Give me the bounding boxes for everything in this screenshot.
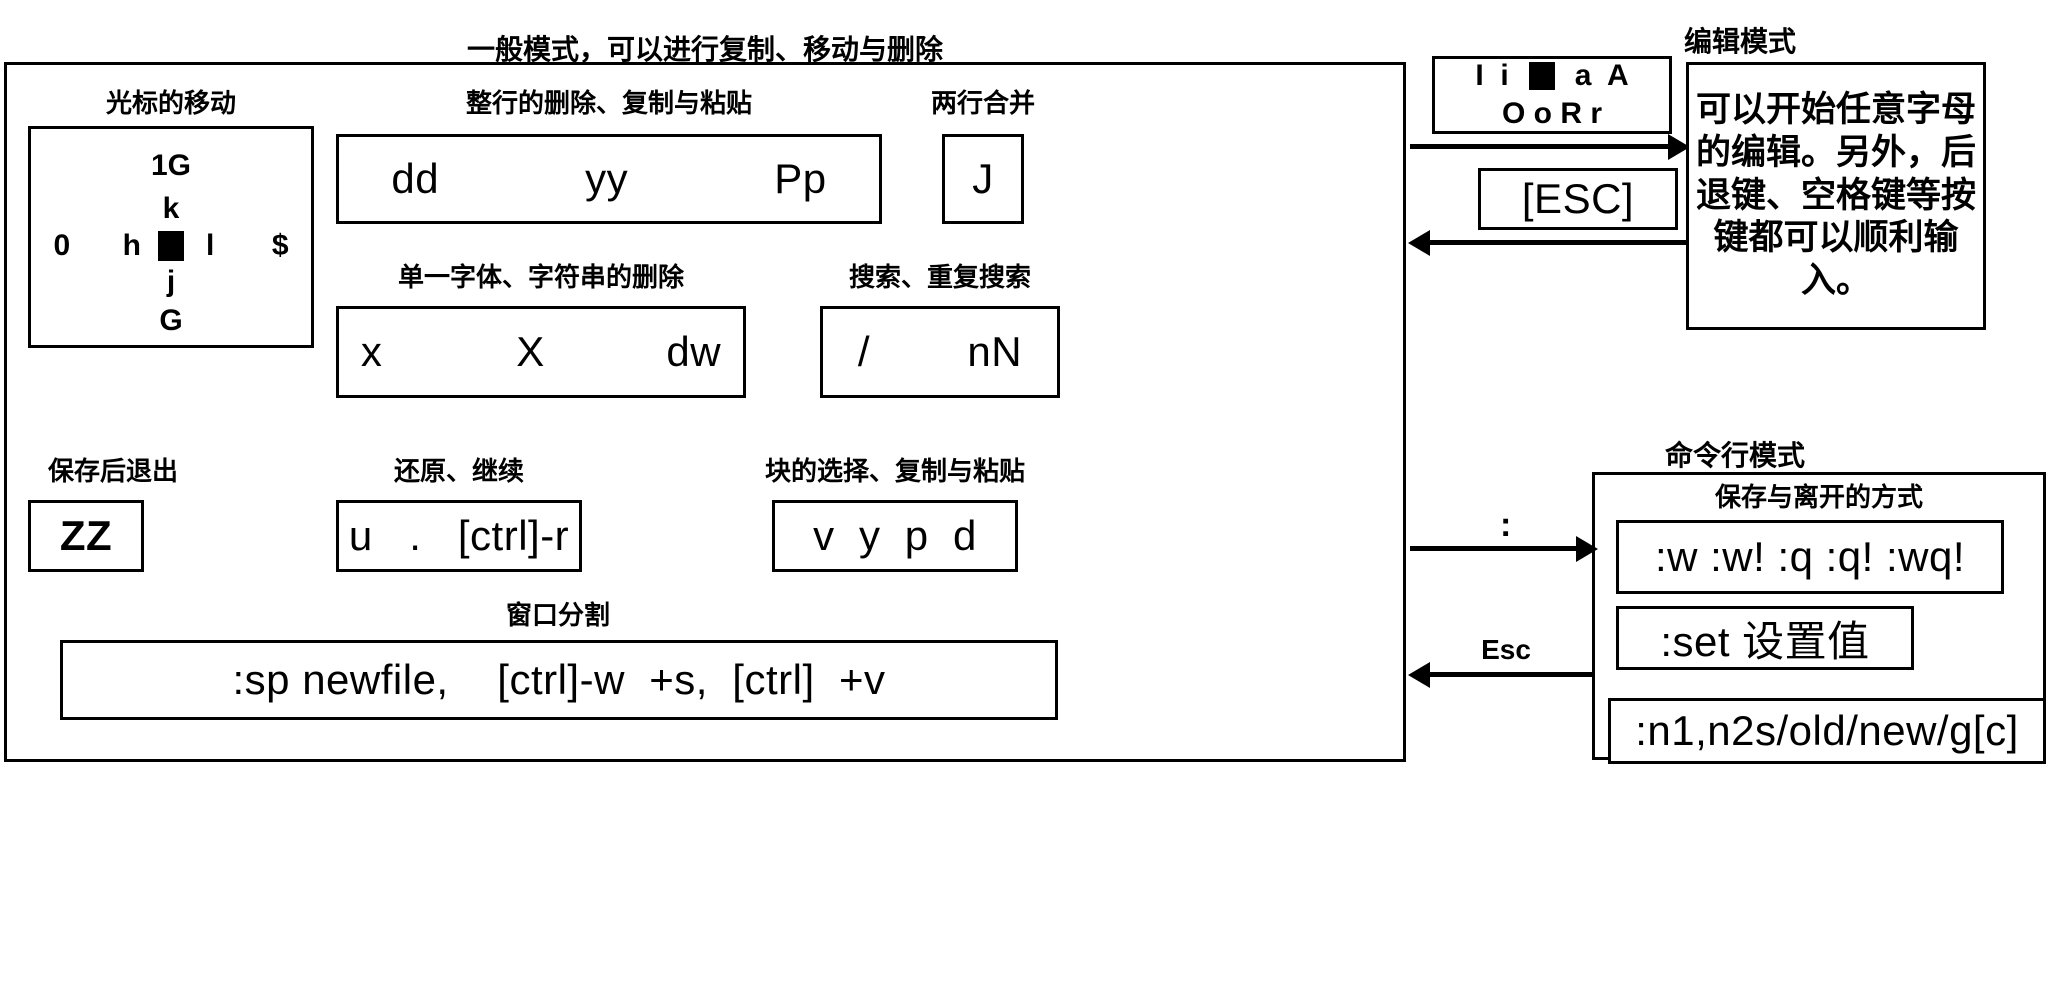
- line-ops-commands: dd yy Pp: [391, 155, 827, 202]
- char-delete-box: x X dw: [336, 306, 746, 398]
- save-commands-box: :w :w! :q :q! :wq!: [1616, 520, 2004, 594]
- undo-redo-commands: u . [ctrl]-r: [348, 512, 570, 559]
- char-delete-caption: 单一字体、字符串的删除: [397, 261, 684, 292]
- window-split-caption: 窗口分割: [505, 599, 610, 630]
- save-commands: :w :w! :q :q! :wq!: [1654, 533, 1966, 580]
- search-box: / nN: [820, 306, 1060, 398]
- cursor-move-caption: 光标的移动: [105, 87, 236, 118]
- key-dollar: $: [271, 228, 289, 262]
- key-h: h: [122, 228, 141, 262]
- insert-keys-row-2: O o R r: [1501, 97, 1602, 130]
- join-box: J: [942, 134, 1024, 224]
- line-ops-box: dd yy Pp: [336, 134, 882, 224]
- save-quit-caption: 保存后退出: [47, 455, 178, 486]
- block-ops-commands: v y p d: [813, 512, 977, 559]
- block-ops-caption: 块的选择、复制与粘贴: [765, 455, 1026, 486]
- subst-command-box: :n1,n2s/old/new/g[c]: [1608, 698, 2046, 764]
- set-command: :set 设置值: [1660, 617, 1870, 665]
- arrow-normal-to-command-head: [1576, 536, 1598, 562]
- arrow-to-command-label: :: [1500, 506, 1512, 544]
- subst-command: :n1,n2s/old/new/g[c]: [1635, 707, 2019, 754]
- line-ops-caption: 整行的删除、复制与粘贴: [465, 87, 752, 118]
- save-quit-box: ZZ: [28, 500, 144, 572]
- key-k: k: [162, 191, 180, 225]
- cursor-block-icon: [1528, 62, 1555, 90]
- arrow-normal-to-insert-head: [1668, 134, 1690, 160]
- insert-keys-after: a A: [1574, 59, 1629, 92]
- search-caption: 搜索、重复搜索: [848, 261, 1031, 292]
- insert-mode-description-box: 可以开始任意字母的编辑。另外，后退键、空格键等按键都可以顺利输入。: [1686, 62, 1986, 330]
- key-j: j: [166, 265, 176, 299]
- command-mode-title: 命令行模式: [1664, 440, 1805, 471]
- block-ops-box: v y p d: [772, 500, 1018, 572]
- undo-redo-box: u . [ctrl]-r: [336, 500, 582, 572]
- insert-keys-box: I i a A O o R r: [1432, 56, 1672, 134]
- save-quit-command: ZZ: [59, 512, 113, 559]
- arrow-insert-to-normal-line: [1430, 240, 1686, 245]
- window-split-commands: :sp newfile, [ctrl]-w +s, [ctrl] +v: [232, 656, 886, 703]
- cursor-block-icon: [158, 230, 184, 261]
- command-mode-sub-caption: 保存与离开的方式: [1714, 481, 1923, 512]
- arrow-normal-to-command-line: [1410, 546, 1578, 551]
- undo-redo-caption: 还原、继续: [393, 455, 524, 486]
- insert-mode-title: 编辑模式: [1683, 26, 1796, 57]
- arrow-command-to-normal-line: [1430, 672, 1592, 677]
- join-command: J: [972, 155, 994, 202]
- arrow-from-command-label: Esc: [1481, 634, 1531, 665]
- char-delete-commands: x X dw: [360, 328, 722, 375]
- join-caption: 两行合并: [930, 87, 1035, 118]
- insert-keys-before: I i: [1475, 59, 1509, 92]
- insert-keys-row-1: I i a A: [1475, 59, 1628, 93]
- arrow-command-to-normal-head: [1408, 662, 1430, 688]
- esc-label: [ESC]: [1521, 175, 1635, 222]
- cursor-move-box: 1G k 0 h l $ j G: [28, 126, 314, 348]
- cursor-move-diagram: 1G k 0 h l $ j G: [31, 129, 311, 345]
- set-command-box: :set 设置值: [1616, 606, 1914, 670]
- esc-box: [ESC]: [1478, 168, 1678, 230]
- key-0: 0: [53, 228, 71, 262]
- insert-mode-description: 可以开始任意字母的编辑。另外，后退键、空格键等按键都可以顺利输入。: [1695, 90, 1976, 301]
- search-commands: / nN: [857, 328, 1023, 375]
- arrow-insert-to-normal-head: [1408, 230, 1430, 256]
- arrow-normal-to-insert-line: [1410, 144, 1670, 149]
- key-l: l: [206, 228, 215, 262]
- key-G: G: [159, 304, 183, 338]
- window-split-box: :sp newfile, [ctrl]-w +s, [ctrl] +v: [60, 640, 1058, 720]
- key-1G: 1G: [150, 148, 192, 182]
- normal-mode-title: 一般模式，可以进行复制、移动与删除: [466, 34, 943, 65]
